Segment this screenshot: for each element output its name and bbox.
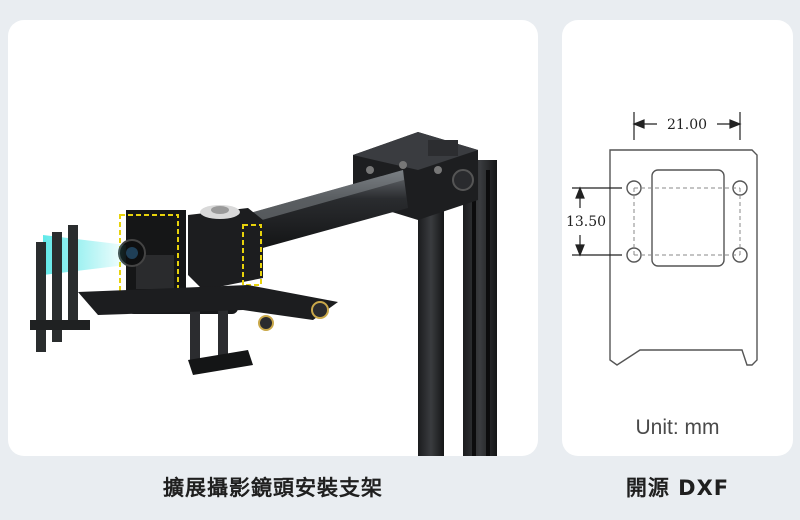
- gear-and-plate: [78, 285, 338, 375]
- dxf-drawing-card: 21.00 13.50 Unit: mm: [562, 20, 793, 456]
- width-dimension: [632, 112, 742, 140]
- dimension-height-text: 13.50: [566, 214, 606, 230]
- camera-mount-render: [30, 132, 497, 456]
- unit-label: Unit: mm: [635, 416, 720, 439]
- center-lines: [633, 187, 741, 256]
- dimension-width-text: 21.00: [667, 117, 707, 133]
- dxf-outline-drawing: 21.00 13.50: [566, 112, 758, 366]
- height-dimension: [572, 186, 622, 257]
- motor-block: [188, 205, 263, 290]
- vertical-rails: [418, 160, 497, 456]
- holder-claw: [30, 225, 90, 352]
- plate-outline: [609, 149, 758, 366]
- dxf-caption: 開源 DXF: [625, 476, 730, 500]
- inner-window: [651, 169, 725, 267]
- product-image-card: [8, 20, 538, 456]
- camera-light-beam: [43, 235, 126, 275]
- product-caption: 擴展攝影鏡頭安裝支架: [163, 476, 383, 500]
- mounting-holes: [626, 180, 748, 263]
- horizontal-rod: [243, 170, 408, 252]
